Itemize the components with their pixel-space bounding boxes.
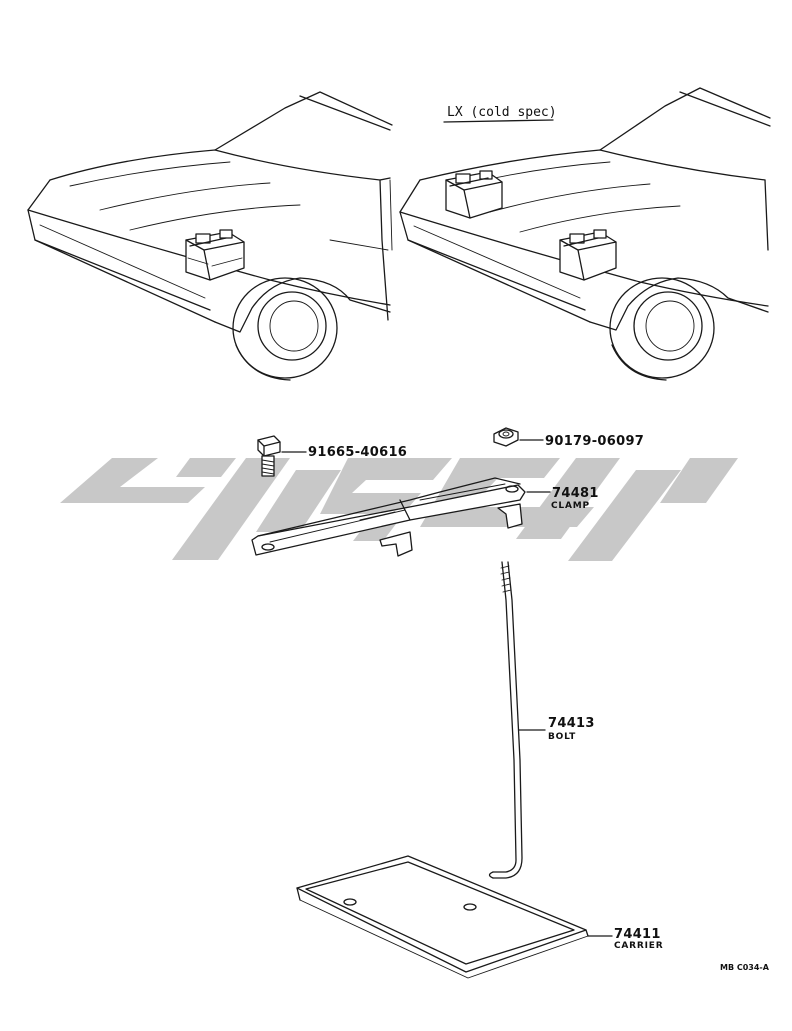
part-bolt-small xyxy=(257,435,307,477)
part-number-74481: 74481 xyxy=(552,486,599,501)
part-number-91665-40616: 91665-40616 xyxy=(308,445,407,460)
part-carrier-tray xyxy=(296,855,613,979)
car-illustration-lx-cold-spec xyxy=(399,87,771,381)
watermark-logo xyxy=(60,458,738,561)
drawing-code: MB C034-A xyxy=(720,963,770,972)
part-number-74411: 74411 xyxy=(614,927,661,942)
part-nut xyxy=(493,427,544,447)
part-name-bolt: BOLT xyxy=(548,732,576,742)
part-number-90179-06097: 90179-06097 xyxy=(545,434,644,449)
part-number-74413: 74413 xyxy=(548,716,595,731)
part-name-carrier: CARRIER xyxy=(614,941,663,951)
variant-label-underline xyxy=(443,119,554,123)
part-name-clamp: CLAMP xyxy=(551,501,590,511)
car-illustration-standard xyxy=(27,91,393,381)
part-long-bolt xyxy=(488,561,546,879)
part-clamp xyxy=(251,477,551,557)
variant-label: LX (cold spec) xyxy=(447,105,557,120)
